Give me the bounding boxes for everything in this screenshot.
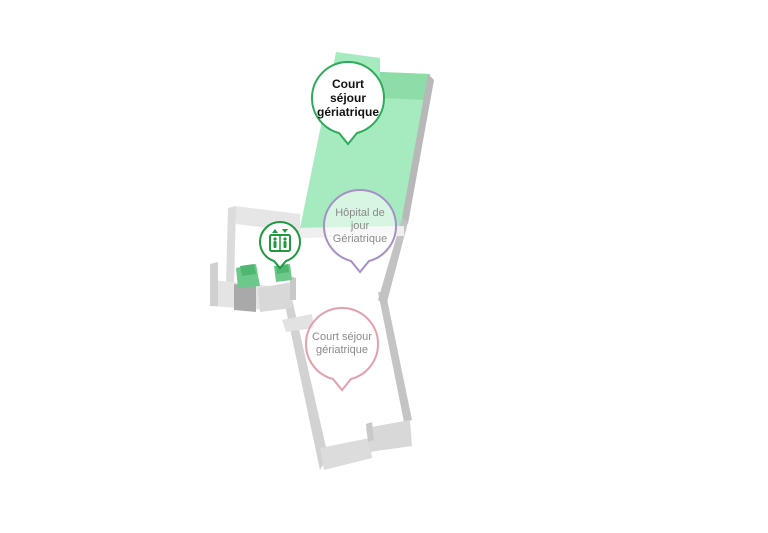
wall-lower-wing-right (378, 292, 412, 422)
wall-lower-wing-top (282, 314, 314, 332)
elevator-shaft-1-top (240, 264, 256, 276)
room-pin-label: Court séjour gériatrique (316, 77, 379, 119)
elevator-icon (258, 220, 302, 270)
wall-lower-wing-left (281, 286, 328, 470)
wall-lower-wing-notch (366, 422, 374, 442)
pin-bubble-shape (310, 60, 386, 146)
wall-mid-dark (234, 284, 256, 312)
wall-lower-wing-bottom-left (320, 438, 372, 470)
wall-lower-wing-bottom-right (366, 420, 412, 452)
room-pin-hopital-de-jour[interactable]: Hôpital de jour Gériatrique (320, 188, 400, 274)
pin-bubble-shape (304, 306, 380, 392)
elevator-pin[interactable] (258, 220, 302, 272)
wall-mid-right (290, 276, 296, 300)
wall-upper-wing-right (402, 74, 434, 224)
wall-mid-left-edge (210, 262, 218, 306)
pin-bubble-shape (322, 188, 398, 274)
wall-mid-inner (258, 282, 292, 312)
wall-middle-left (226, 206, 236, 286)
elevator-shafts (236, 264, 292, 288)
room-pin-label: Court séjour gériatrique (312, 331, 372, 356)
wall-upper-wing-rightlower (378, 218, 408, 306)
room-pin-label: Hôpital de jour Gériatrique (332, 206, 388, 245)
room-pin-court-sejour-bottom[interactable]: Court séjour gériatrique (302, 306, 382, 392)
selected-room-shade (380, 72, 430, 100)
room-pin-court-sejour-top[interactable]: Court séjour gériatrique (308, 60, 388, 146)
